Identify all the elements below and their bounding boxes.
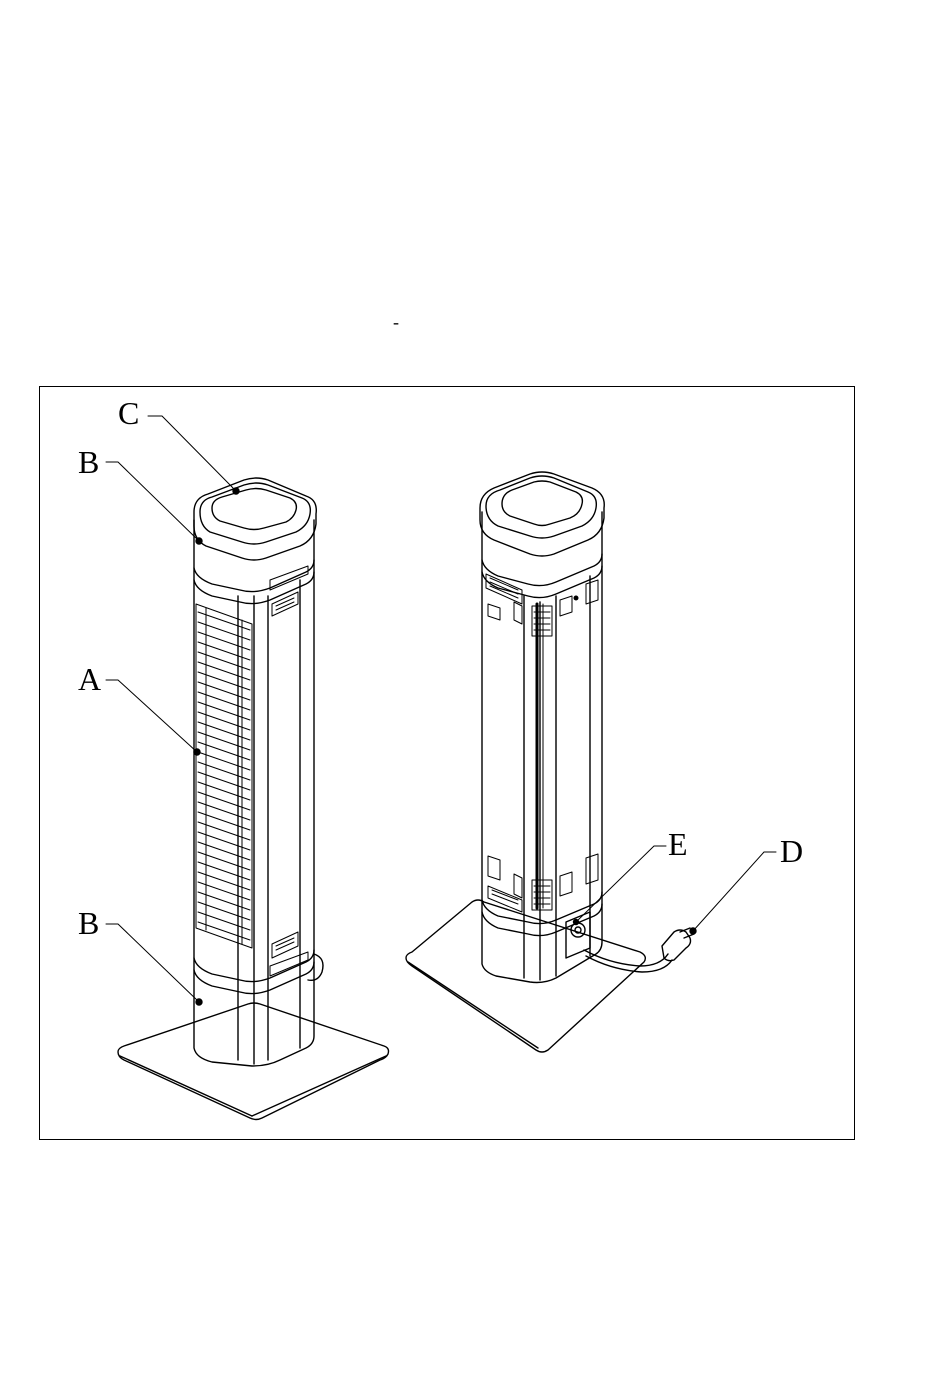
label-d: D [780,833,803,869]
heater-rear-view [406,472,696,1052]
label-b-top: B [78,444,99,480]
leader-c [148,416,236,491]
top-cap-right [480,472,604,556]
label-a: A [78,661,101,697]
label-b-bottom: B [78,905,99,941]
heater-front-view [118,478,389,1120]
top-cap-left [194,478,316,560]
leader-d [693,852,776,931]
power-cord [584,928,696,972]
leader-b-bottom [106,924,199,1002]
base-plate-right [406,900,645,1052]
column-left [194,520,323,1066]
leader-b-top [106,462,199,541]
rear-vents-right [486,574,598,912]
base-plate-left [118,1003,389,1120]
heating-grille-left [196,604,252,948]
side-vents-left [270,566,308,976]
label-c: C [118,395,139,431]
label-e: E [668,826,688,862]
leader-a [106,680,197,752]
